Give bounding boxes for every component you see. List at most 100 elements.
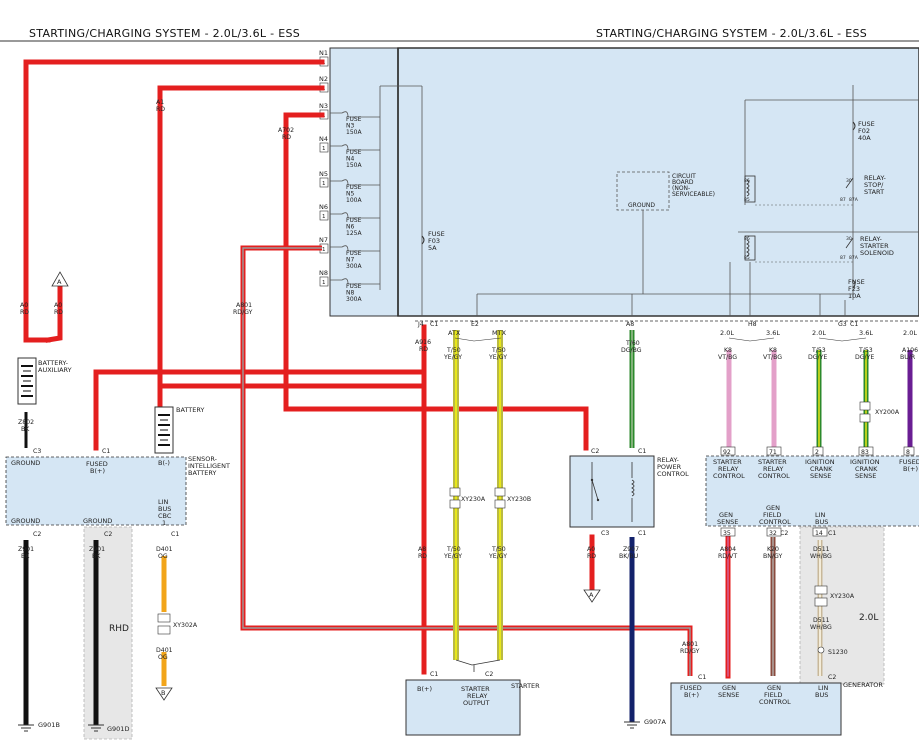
generator-label: GENERATOR [843,681,883,689]
rpc-l3: CONTROL [657,470,689,478]
pdc-pin-number: 1 [322,214,326,220]
lbl-a801-2: RD/GY [233,309,253,316]
lbl-t53b-2: DG/YE [855,354,874,361]
ibs-bneg: B(-) [158,459,170,467]
lbl-a916-2: RD [419,346,428,353]
ground-g907a: G907A [644,718,666,726]
rhd-region [83,526,133,740]
conn-c2-pcm: C2 [780,530,788,537]
wire-a801 [240,245,693,676]
lbl-z802-1: Z802 [18,419,34,426]
lbl-t60-2: DG/BG [621,347,642,354]
pin-71: 71 [769,449,777,456]
lbl-a106-2: BU/R [900,354,916,361]
pdc-fuse-label: N8 [346,290,354,297]
lbl-k8a-2: VT/BG [718,354,737,361]
ibs-fused-2: B(+) [90,467,105,475]
rsol-pin30: 30 [846,236,852,242]
lbl-a801b-2: RD/GY [680,648,700,655]
lbl-a916-1: A916 [415,339,431,346]
circuit-board: CIRCUIT BOARD (NON- SERVICEABLE) GROUND [616,171,715,294]
conn-c1-rpc: C1 [638,448,646,455]
fuse-f03-l1: FUSE [428,230,445,238]
cb-l2: BOARD [672,179,694,186]
pin-92: 92 [723,449,731,456]
rsol-pin86: 86 [744,236,750,242]
pdc-fuse-label: 100A [346,197,362,204]
pdc-fuse-label: 300A [346,296,362,303]
conn-c1-ibs: C1 [102,448,110,455]
lbl-a801-1: A801 [236,302,252,309]
pdc-pin-label: N8 [319,269,328,277]
pin-14: 14 [815,530,823,537]
pdc-pin-box [319,276,329,287]
rss-pin85: 85 [744,197,750,203]
wires-t53 [816,350,869,448]
pdc-fuse-label: N6 [346,224,354,231]
cb-l3: (NON- [672,185,690,192]
inline-connectors [157,487,828,654]
lbl-t50c-1: T/50 [446,546,461,553]
pdc-fuse-symbol [330,144,380,151]
lbl-t53b-1: T/53 [858,347,873,354]
starter-out-3: OUTPUT [463,699,490,707]
lbl-t50d-1: T/50 [491,546,506,553]
lbl-d401-2: OG [158,553,168,560]
lbl-z901a-2: BK [21,553,30,560]
lbl-z907-2: BK/BU [619,553,638,560]
pdc-pin-number: 1 [322,280,326,286]
ground-g901d: G901D [107,725,129,733]
rsol-l1: RELAY- [860,235,883,243]
pcm-gfield-3: CONTROL [759,518,791,526]
conn-s1230: S1230 [828,649,848,656]
ibs-ground-top: GROUND [11,459,40,467]
conn-c1-pcm: C1 [828,530,836,537]
ibs-lin-1: LIN [158,498,169,506]
left-page-title: STARTING/CHARGING SYSTEM - 2.0L/3.6L - E… [29,27,301,40]
pdc-fuse-label: N5 [346,191,354,198]
conn-c1-a: C1 [430,321,438,328]
pcm-box [705,455,919,527]
gen-field-1: GEN [767,684,781,692]
conn-xy230b: XY230B [507,496,531,503]
lbl-z901a-1: Z901 [18,546,34,553]
rsol-pin87: 87 [840,255,846,261]
ibs-name-3: BATTERY [188,469,216,477]
lbl-t50a-1: T/50 [446,347,461,354]
pdc-fuse-label: 300A [346,263,362,270]
pdc-pin-label: N1 [319,49,328,57]
lbl-t50d-2: YE/GY [488,553,507,560]
reference-triangle-a-bottom: A [583,589,601,603]
pdc-fuse-label: FUSE [346,149,362,156]
lbl-t50a-2: YE/GY [443,354,462,361]
conn-c1-starter: C1 [430,671,438,678]
lbl-a8-1: A8 [418,546,426,553]
lbl-a0c-1: A0 [587,546,595,553]
gen-fused-1: FUSED [680,684,702,692]
ref-a-bottom: A [589,591,594,599]
batt-aux-1: BATTERY- [38,359,69,367]
pcm-gsense-1: GEN [719,511,733,519]
lbl-a1-2: RD [156,106,165,113]
pdc-fuse-label: FUSE [346,217,362,224]
pdc-pin-box [319,177,329,188]
lbl-a0-2: RD [20,309,29,316]
f23-l3: 10A [848,292,861,300]
lbl-z802-2: BK [21,426,30,433]
pcm-gsense-2: SENSE [717,518,738,526]
battery-auxiliary: BATTERY- AUXILIARY [17,357,72,405]
pdc-fuse-label: FUSE [346,184,362,191]
conn-xy230a-b: XY230A [830,593,855,600]
pdc-fuse-label: N3 [346,123,354,130]
conn-c3-ibs: C3 [33,448,41,455]
reference-triangle-b: B [155,687,173,701]
conn-c1b-ibs: C1 [171,531,179,538]
pdc-pin-label: N2 [319,75,328,83]
pdc-pin-label: N4 [319,135,328,143]
ibs-lin-4: 1 [162,519,166,527]
fuse-f03: FUSE F03 5A [421,230,445,252]
lbl-d401b-1: D401 [156,647,173,654]
lbl-z901b-1: Z901 [89,546,105,553]
pcm-ics-3: SENSE [810,472,831,480]
fuse-f03-l3: 5A [428,244,437,252]
